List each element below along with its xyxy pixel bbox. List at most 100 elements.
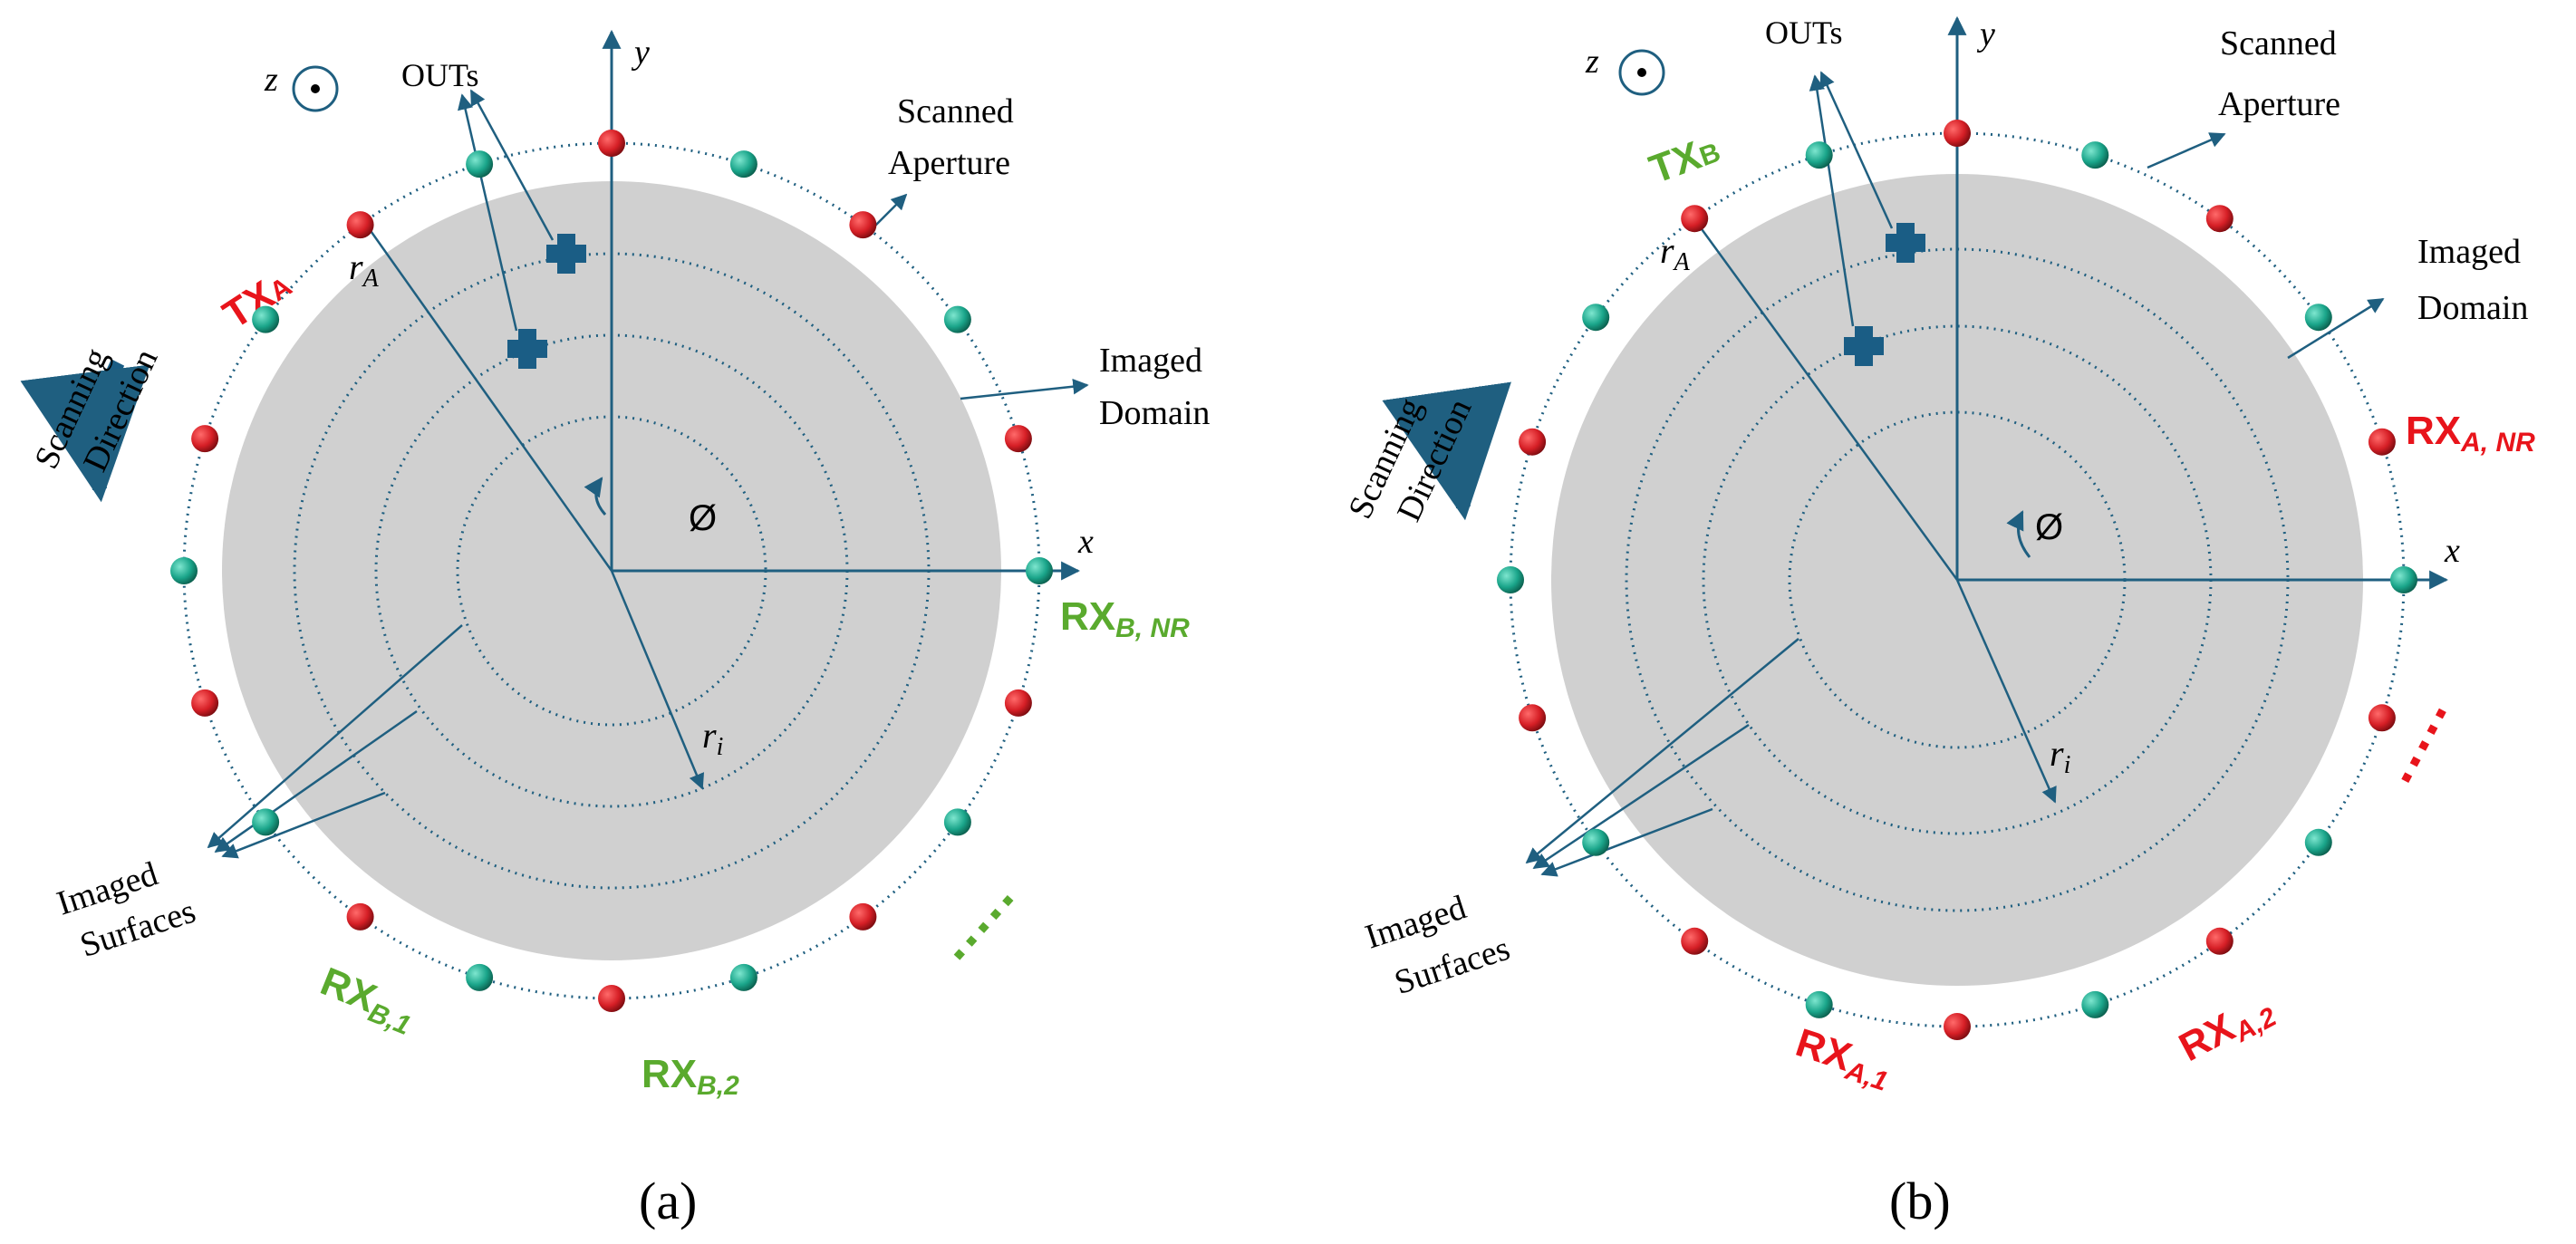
antenna-green [729, 150, 757, 178]
rx-label-1: RXB,1 [313, 960, 421, 1041]
angle-symbol: Ø [2035, 507, 2063, 547]
imaged-domain-pointer [2287, 297, 2385, 360]
radius-outer-label: rA [349, 246, 380, 293]
scanning-direction-label: Scanning Direction [27, 324, 165, 494]
antenna-ring-b [1497, 120, 2417, 1040]
scanned-aperture-label: Scanned Aperture [2218, 24, 2345, 123]
out-target-2 [1844, 326, 1884, 366]
continuation-ellipsis: ····· [2376, 690, 2472, 798]
antenna-red [1944, 120, 1971, 147]
radius-outer-arrow [1688, 211, 1959, 581]
imaged-surfaces-pointer-3 [221, 791, 386, 859]
caption-a: (a) [639, 1172, 697, 1230]
outs-pointer-1 [469, 89, 555, 241]
antenna-red [346, 211, 374, 239]
antenna-red [1519, 428, 1547, 456]
antenna-red [191, 425, 219, 453]
antenna-green [252, 305, 280, 333]
scanning-direction-arrow [20, 359, 150, 503]
antenna-red [1681, 927, 1709, 955]
antenna-green [1805, 990, 1833, 1018]
antenna-red [1681, 205, 1709, 233]
scanning-direction-label: Scanning Direction [1341, 374, 1479, 544]
antenna-green [1805, 141, 1833, 169]
y-axis-label: y [1976, 15, 1995, 53]
antenna-red [849, 211, 877, 239]
imaged-domain-pointer [960, 378, 1089, 400]
imaged-surfaces-pointer-1 [207, 624, 463, 849]
antenna-red [191, 689, 219, 717]
outs-pointer-2 [458, 93, 518, 332]
imaged-surfaces-label: Imaged Surfaces [1361, 880, 1515, 1007]
panel-a: x y z Ø rA ri OUTs Scanned Aperture [20, 29, 1211, 1230]
z-axis-out-of-page-icon [292, 65, 339, 112]
rx-label-2: RXB,2 [642, 1052, 739, 1101]
antenna-red [2205, 205, 2233, 233]
rx-label-1: RXA,1 [1790, 1020, 1897, 1097]
radius-inner-label: ri [2050, 733, 2070, 779]
x-axis-label: x [2444, 532, 2460, 570]
antenna-red [1519, 704, 1547, 732]
antenna-red [2368, 428, 2396, 456]
antenna-red [2205, 927, 2233, 955]
outs-pointer-1 [1819, 71, 1894, 229]
scanned-aperture-pointer [873, 193, 908, 227]
antenna-green [466, 963, 494, 991]
scanned-aperture-label: Scanned Aperture [888, 92, 1022, 182]
imaged-domain-label: Imaged Domain [1099, 342, 1211, 432]
antenna-green [943, 305, 971, 333]
imaged-surfaces-label: Imaged Surfaces [53, 847, 200, 968]
antenna-red [1004, 425, 1032, 453]
imaged-surfaces-pointer-3 [1540, 807, 1713, 877]
rx-label-nr: RXA, NR [2406, 409, 2535, 458]
antenna-green [943, 808, 971, 836]
rx-label-2: RXA,2 [2172, 985, 2282, 1074]
angle-arc-arrow [2006, 510, 2031, 558]
antenna-green [2304, 304, 2332, 332]
antenna-red [1944, 1013, 1971, 1040]
scanned-aperture-pointer [2147, 132, 2226, 169]
out-target-1 [1886, 223, 1925, 263]
antenna-red [849, 902, 877, 931]
antenna-green [2390, 566, 2417, 593]
z-axis-dot [311, 84, 320, 93]
angle-symbol: Ø [689, 498, 717, 538]
imaged-surfaces-pointer-2 [1532, 723, 1750, 870]
antenna-green [2081, 141, 2109, 169]
angle-arc-arrow [584, 477, 607, 516]
z-axis-label: z [1585, 43, 1599, 81]
out-target-1 [546, 234, 586, 274]
antenna-red [598, 130, 625, 157]
y-axis-label: y [631, 34, 650, 72]
radius-inner-label: ri [702, 715, 723, 761]
radius-outer-arrow [356, 211, 613, 572]
antenna-green [1582, 304, 1610, 332]
radius-inner-arrow [610, 570, 705, 790]
antenna-green [2304, 828, 2332, 856]
x-axis-label: x [1077, 523, 1094, 561]
tx-label: TXB [1644, 126, 1725, 192]
antenna-green [1582, 828, 1610, 856]
antenna-green [466, 150, 494, 178]
z-axis-label: z [264, 61, 278, 99]
z-axis-out-of-page-icon [1618, 49, 1665, 96]
antenna-ring-a [170, 130, 1053, 1012]
scanning-direction-arrow [1382, 381, 1511, 521]
imaged-surfaces-pointer-1 [1525, 638, 1799, 864]
imaged-surfaces-pointer-2 [214, 709, 418, 853]
panel-b: x y z Ø rA ri OUTs Scanned Aperture Imag… [1341, 14, 2535, 1230]
antenna-red [2368, 704, 2396, 732]
antenna-green [2081, 990, 2109, 1018]
antenna-green [729, 963, 757, 991]
antenna-red [346, 902, 374, 931]
outs-pointer-2 [1809, 74, 1855, 327]
antenna-green [170, 557, 198, 584]
outs-label: OUTs [1765, 14, 1842, 51]
imaged-domain-label: Imaged Domain [2417, 233, 2529, 327]
radius-outer-label: rA [1660, 230, 1691, 276]
caption-b: (b) [1889, 1172, 1951, 1230]
antenna-green [1026, 557, 1053, 584]
antenna-red [598, 985, 625, 1012]
out-target-2 [507, 329, 547, 369]
